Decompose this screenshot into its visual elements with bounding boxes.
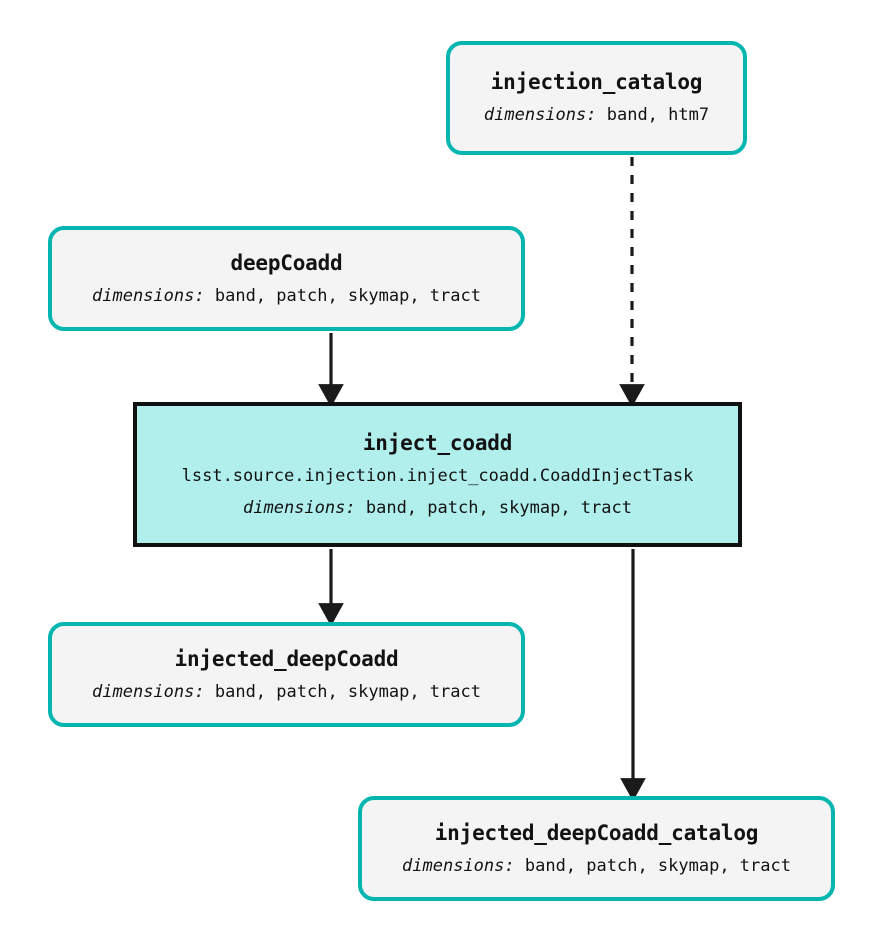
- dimensions-value: band, patch, skymap, tract: [214, 285, 481, 306]
- dimensions-label: dimensions:: [92, 285, 205, 306]
- node-dimensions: dimensions: band, patch, skymap, tract: [92, 682, 481, 702]
- node-inject-coadd[interactable]: inject_coadd lsst.source.injection.injec…: [133, 402, 742, 547]
- node-injected-deepcoadd[interactable]: injected_deepCoadd dimensions: band, pat…: [48, 622, 525, 727]
- dimensions-value: band, patch, skymap, tract: [524, 855, 791, 876]
- node-title: deepCoadd: [230, 250, 343, 275]
- node-title: injected_deepCoadd: [174, 646, 399, 671]
- dimensions-label: dimensions:: [483, 105, 597, 126]
- node-title: injection_catalog: [490, 70, 703, 95]
- node-dimensions: dimensions: band, htm7: [484, 105, 709, 125]
- dimensions-value: band, patch, skymap, tract: [365, 497, 632, 518]
- node-deepcoadd[interactable]: deepCoadd dimensions: band, patch, skyma…: [48, 226, 525, 331]
- node-title: injected_deepCoadd_catalog: [434, 820, 759, 845]
- dimensions-label: dimensions:: [402, 855, 515, 876]
- node-dimensions: dimensions: band, patch, skymap, tract: [243, 498, 632, 518]
- dimensions-value: band, htm7: [606, 105, 710, 126]
- node-dimensions: dimensions: band, patch, skymap, tract: [402, 856, 791, 876]
- node-title: inject_coadd: [362, 431, 513, 456]
- dimensions-label: dimensions:: [243, 497, 356, 518]
- dimensions-label: dimensions:: [92, 681, 205, 702]
- node-class-path: lsst.source.injection.inject_coadd.Coadd…: [181, 466, 694, 487]
- node-injected-deepcoadd-catalog[interactable]: injected_deepCoadd_catalog dimensions: b…: [358, 796, 835, 901]
- dimensions-value: band, patch, skymap, tract: [214, 681, 481, 702]
- node-injection-catalog[interactable]: injection_catalog dimensions: band, htm7: [446, 41, 747, 155]
- node-dimensions: dimensions: band, patch, skymap, tract: [92, 286, 481, 306]
